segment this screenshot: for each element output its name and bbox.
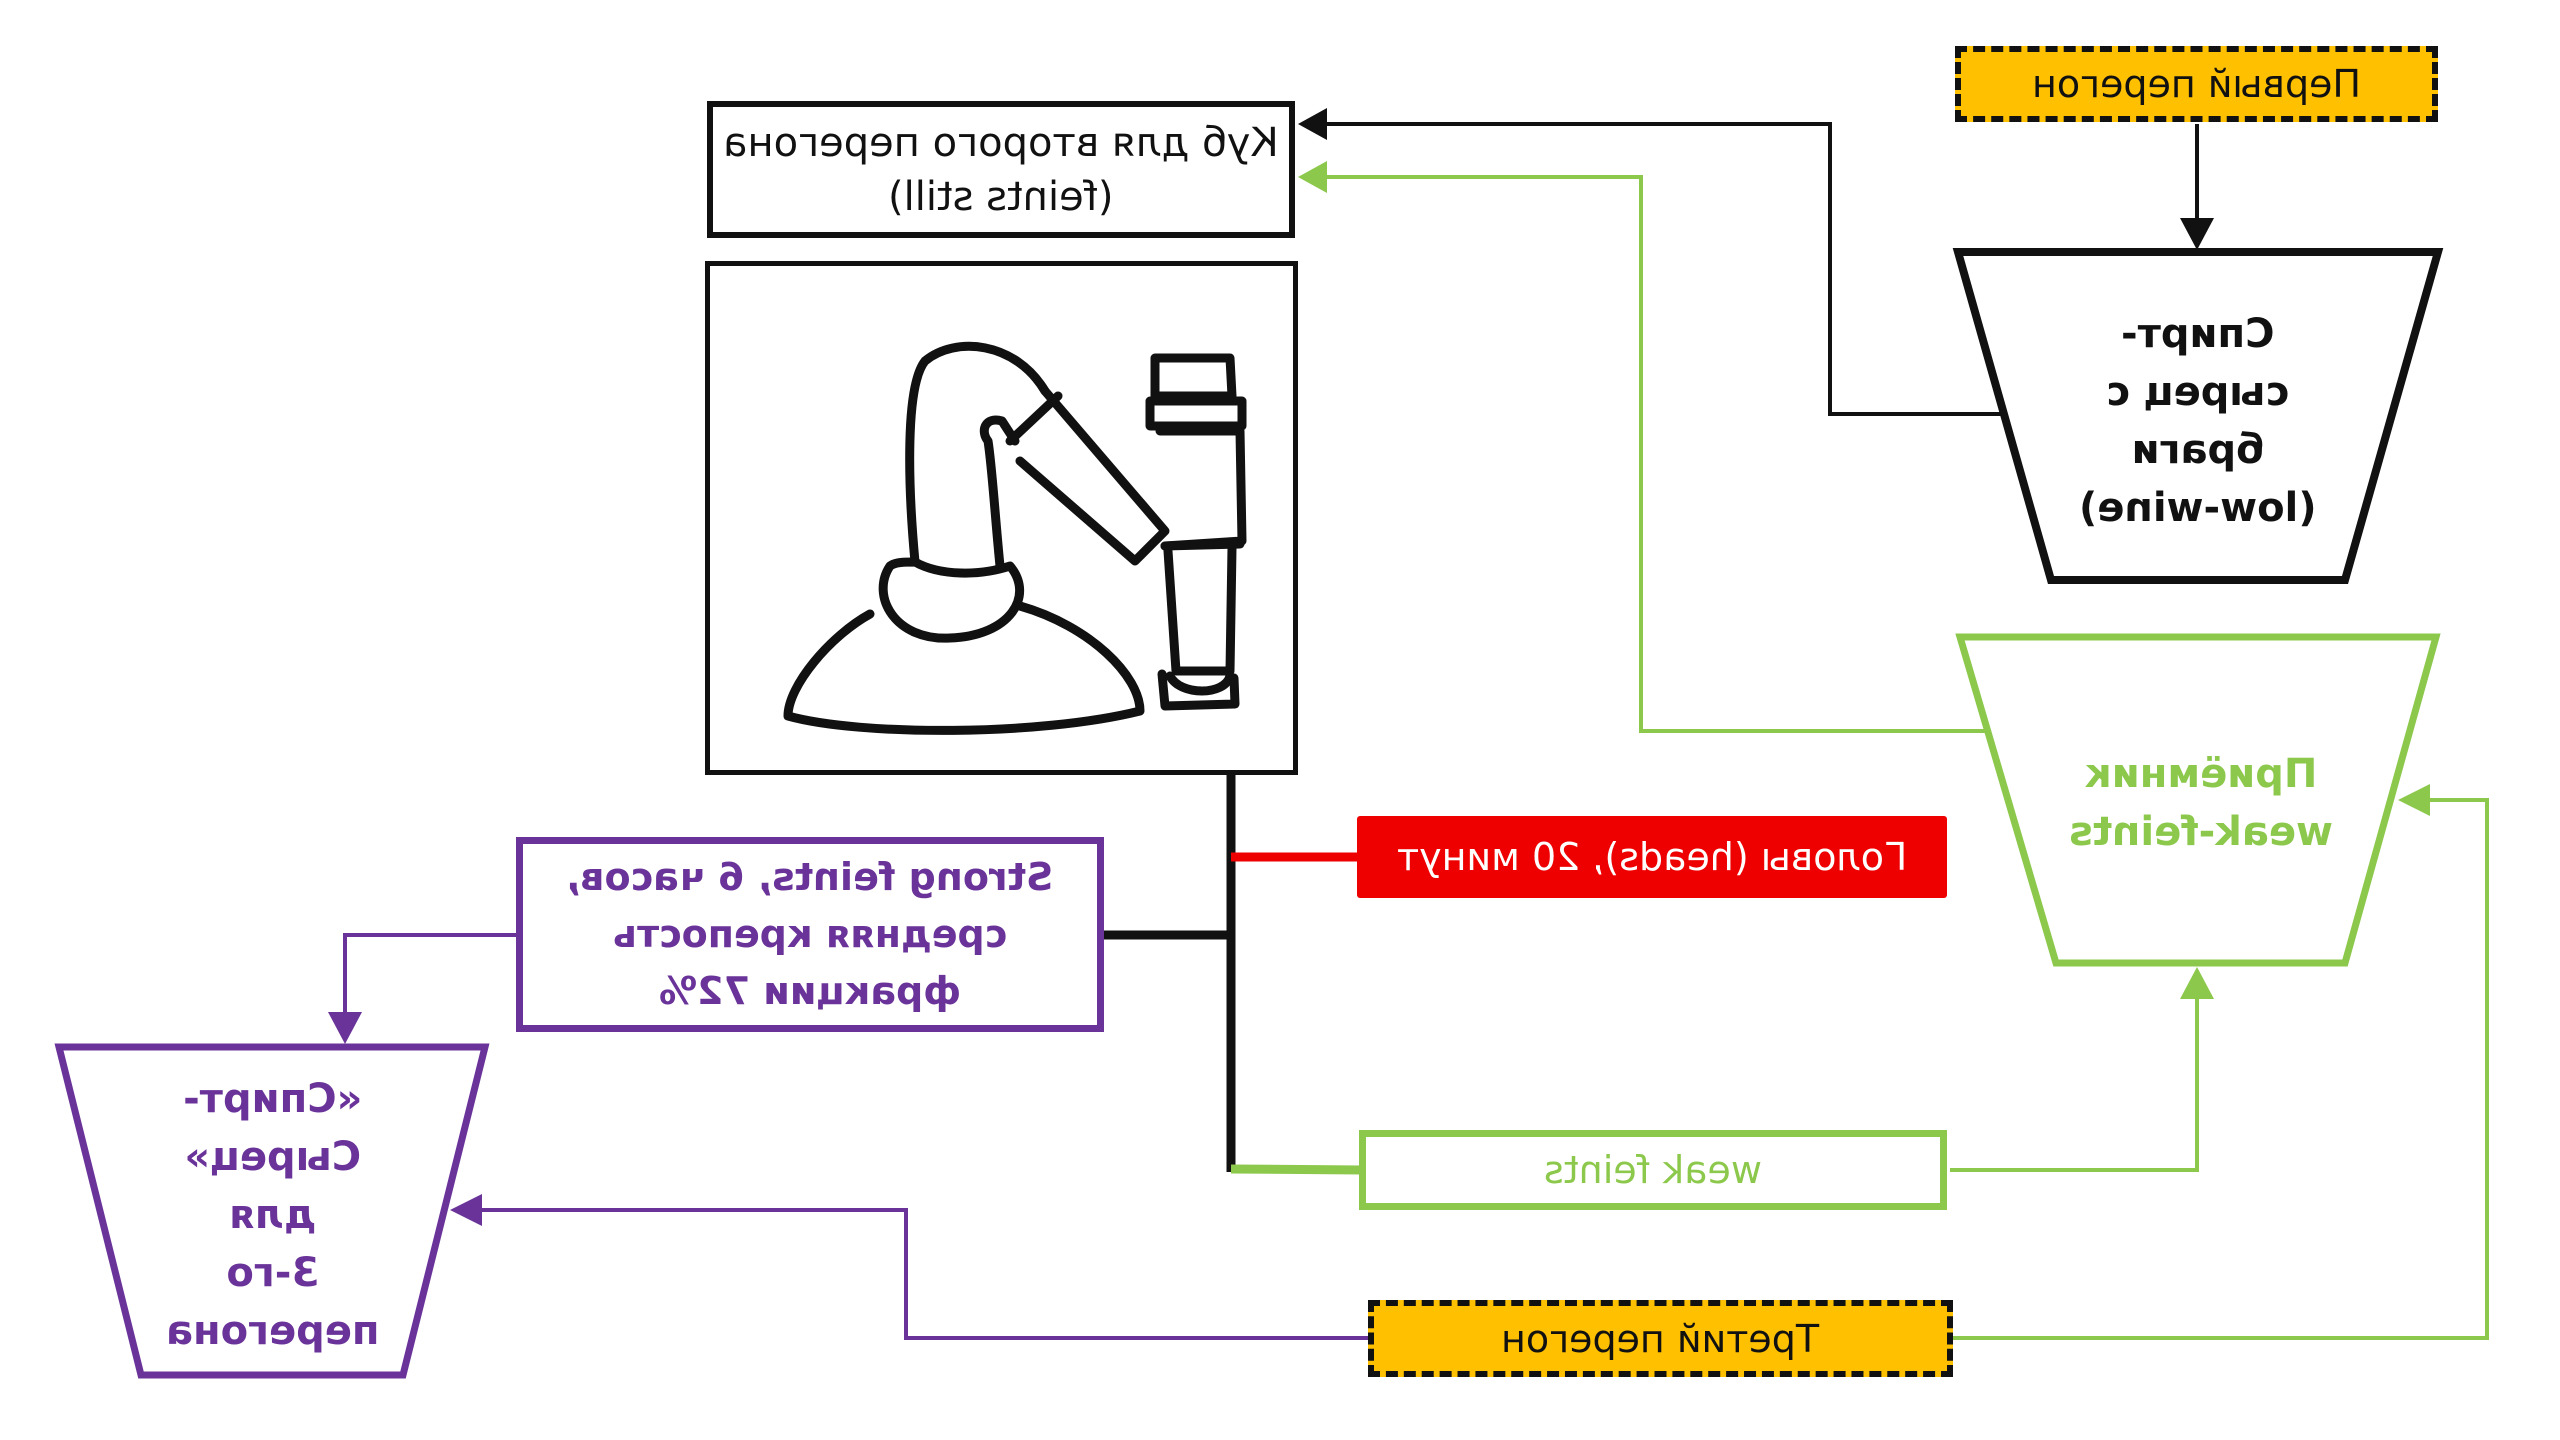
low-wine-line: Спирт- bbox=[2121, 311, 2275, 357]
weak-feints-node[interactable]: weak feints bbox=[1359, 1130, 1947, 1210]
low-wine-receiver-node[interactable]: Спирт- сырец с браги (low-wine) bbox=[2051, 305, 2345, 537]
third-distillation-label: Третий перегон bbox=[1501, 1316, 1820, 1361]
first-distillation-label: Первый перегон bbox=[2031, 62, 2362, 106]
feints-still-title: Куб для второго перегона bbox=[723, 119, 1279, 166]
third-receiver-line: для bbox=[228, 1192, 317, 1238]
first-distillation-node[interactable]: Первый перегон bbox=[1955, 46, 2438, 122]
weak-feints-label: weak feints bbox=[1544, 1148, 1762, 1192]
third-spirit-receiver-node[interactable]: «Спирт- Сырец» для 3-го перегона bbox=[100, 1070, 445, 1360]
edge-weakreceiver-to-feints-still bbox=[1298, 161, 1992, 733]
third-receiver-line: перегона bbox=[165, 1308, 380, 1354]
strong-feints-line: средняя крепость bbox=[612, 912, 1008, 956]
edge-strong-to-third-receiver bbox=[328, 933, 516, 1044]
third-distillation-node[interactable]: Третий перегон bbox=[1368, 1300, 1953, 1377]
edge-weakfeints-to-receiver bbox=[1950, 967, 2214, 1172]
edge-first-to-lowwine bbox=[2180, 124, 2214, 250]
third-receiver-line: 3-го bbox=[226, 1250, 319, 1296]
third-receiver-line: «Спирт- bbox=[182, 1076, 363, 1122]
weak-receiver-line: weak-feints bbox=[2068, 809, 2333, 855]
still-output-trunk bbox=[1104, 700, 1363, 1175]
strong-feints-node[interactable]: Strong feints, 6 часов, средняя крепость… bbox=[516, 837, 1104, 1032]
low-wine-line: сырец с bbox=[2106, 369, 2290, 415]
weak-feints-receiver-shape bbox=[1955, 633, 2441, 967]
edge-lowwine-to-feints-still bbox=[1298, 108, 2006, 416]
edge-third-to-weak-receiver bbox=[1953, 784, 2489, 1340]
heads-node[interactable]: Головы (heads), 20 минут bbox=[1357, 816, 1947, 898]
strong-feints-line: Strong feints, 6 часов, bbox=[566, 855, 1054, 899]
feints-still-node[interactable]: Куб для второго перегона (feints still) bbox=[707, 101, 1295, 238]
low-wine-receiver-shape bbox=[1952, 248, 2444, 584]
third-receiver-line: Сырец» bbox=[184, 1134, 361, 1180]
low-wine-line: (low-wine) bbox=[2079, 485, 2317, 531]
low-wine-line: браги bbox=[2131, 427, 2265, 473]
third-spirit-receiver-shape bbox=[54, 1043, 490, 1379]
edge-third-to-spirit-receiver bbox=[450, 1194, 1368, 1340]
still-illustration-frame bbox=[705, 261, 1298, 775]
heads-label: Головы (heads), 20 минут bbox=[1396, 835, 1908, 879]
weak-feints-receiver-node[interactable]: Приёмник weak-feints bbox=[2056, 745, 2345, 861]
feints-still-subtitle: (feints still) bbox=[888, 173, 1114, 220]
weak-receiver-line: Приёмник bbox=[2084, 751, 2317, 797]
pot-still-icon bbox=[783, 341, 1247, 735]
strong-feints-line: фракции 72% bbox=[659, 969, 961, 1013]
